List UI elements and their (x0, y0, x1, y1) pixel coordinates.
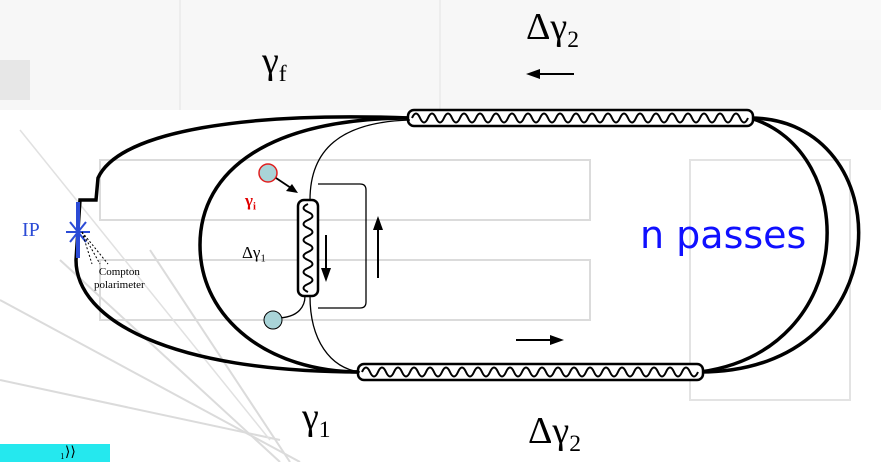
bottom-linac (358, 364, 703, 380)
ip-label: IP (22, 220, 40, 240)
compton-label-line1: Compton (94, 266, 145, 279)
n-passes-label: n passes (640, 216, 806, 254)
gamma-f-label: γf (262, 42, 287, 87)
source-dot-top (259, 164, 277, 182)
delta-gamma2-bottom-label: Δγ2 (528, 412, 581, 457)
source-dot-bottom (264, 311, 282, 329)
delta-gamma2-top-label: Δγ2 (526, 8, 579, 53)
delta-gamma1-label: Δγ1 (242, 244, 266, 265)
corner-text: ₁⟩⟩ (60, 444, 76, 462)
injector-linac (298, 200, 318, 296)
gamma-i-label: γi (245, 192, 256, 213)
top-linac (408, 110, 753, 126)
gamma-1-label: γ1 (302, 398, 331, 443)
compton-label-line2: polarimeter (94, 279, 145, 292)
corner-highlight-box (0, 444, 110, 462)
compton-polarimeter-label: Compton polarimeter (94, 266, 145, 292)
